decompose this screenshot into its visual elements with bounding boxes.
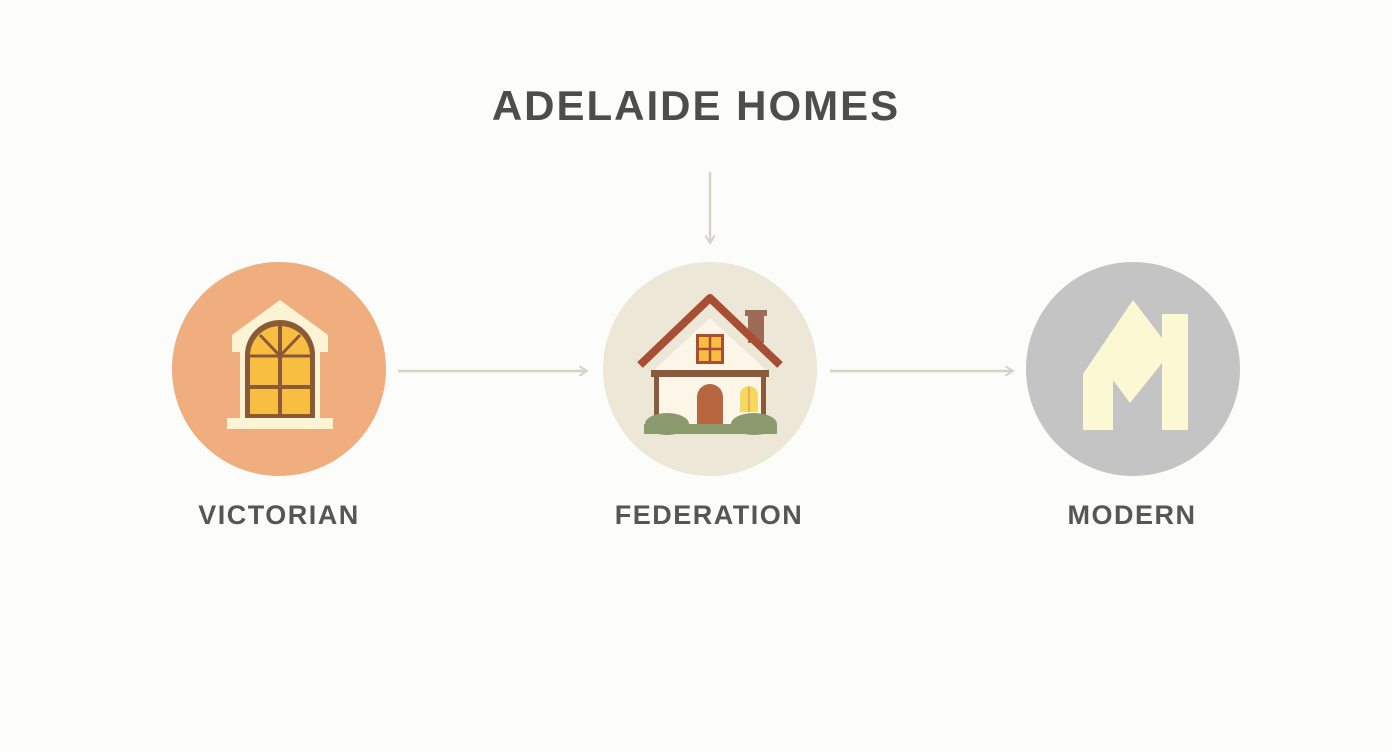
- modern-node: [1026, 262, 1240, 476]
- label-federation: FEDERATION: [614, 500, 804, 530]
- federation-node: [603, 262, 817, 476]
- victorian-node: [172, 262, 386, 476]
- house-icon: [637, 294, 783, 435]
- diagram-title: ADELAIDE HOMES: [491, 82, 901, 129]
- arched-window-icon: [227, 300, 333, 429]
- label-modern: MODERN: [1067, 500, 1197, 530]
- label-victorian: VICTORIAN: [198, 500, 360, 530]
- modern-house-icon: [1083, 300, 1188, 430]
